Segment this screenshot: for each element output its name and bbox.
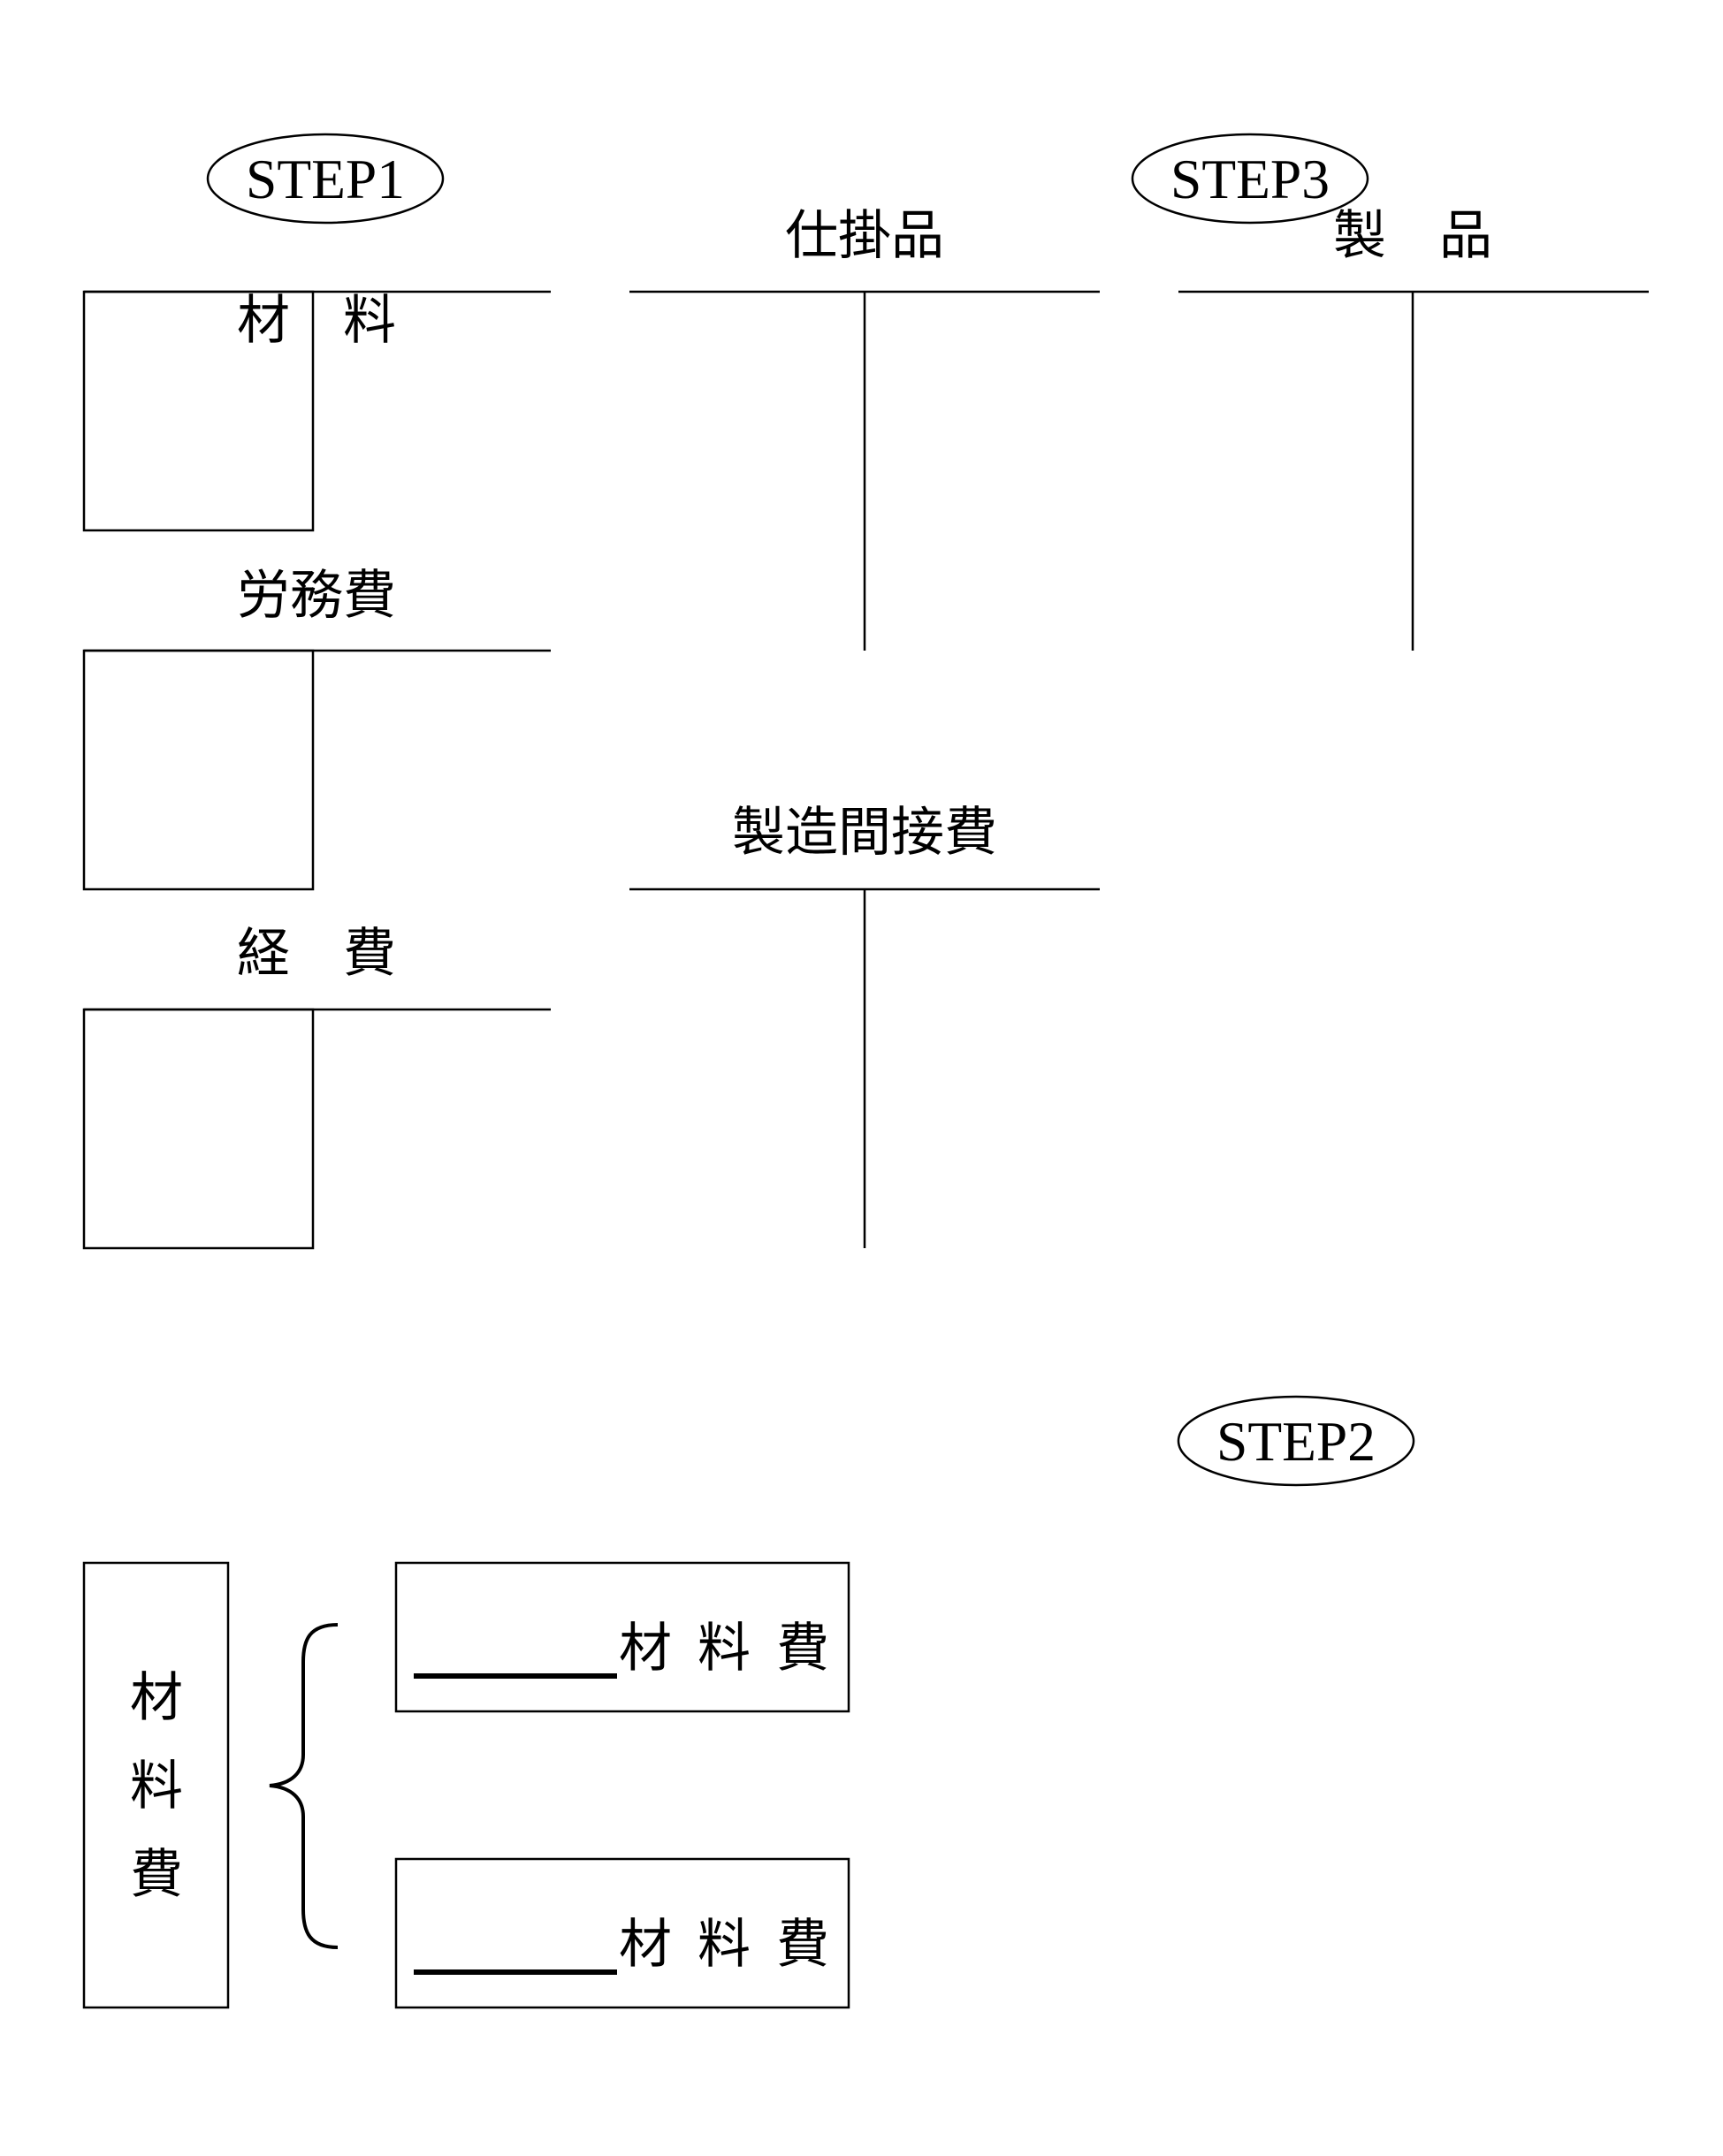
step3-badge: STEP3: [1131, 133, 1369, 225]
overhead-t-account: 製造間接費: [629, 802, 1100, 1248]
step2-badge: STEP2: [1177, 1395, 1415, 1487]
expenses-t-account: 経 費: [82, 923, 551, 1250]
root-char-3: 費: [130, 1844, 183, 1906]
overhead-title: 製造間接費: [732, 802, 997, 864]
labor-t-account: 労務費: [82, 565, 551, 891]
brace-icon: [269, 1623, 339, 1949]
materials-title: 材 料: [237, 290, 396, 352]
materials-debit-box[interactable]: [82, 290, 315, 532]
branch-box-2: [394, 1857, 850, 2009]
branch-box-1: [394, 1561, 850, 1713]
step3-label: STEP3: [1170, 148, 1330, 210]
wip-title: 仕掛品: [785, 205, 944, 267]
labor-title: 労務費: [237, 565, 396, 627]
branch-1-suffix: 材 料 費: [619, 1618, 829, 1680]
wip-t-account: 仕掛品: [629, 205, 1100, 651]
root-char-2: 料: [130, 1756, 183, 1817]
expenses-debit-box[interactable]: [82, 1008, 315, 1250]
labor-debit-box[interactable]: [82, 649, 315, 891]
materials-t-account: 材 料: [82, 290, 551, 532]
root-char-1: 材: [130, 1667, 183, 1729]
finished-goods-title: 製 品: [1333, 205, 1492, 267]
material-cost-classification: 材 料 費 材 料 費 材 料 費: [82, 1561, 850, 2009]
step2-label: STEP2: [1216, 1410, 1376, 1473]
branch-2-suffix: 材 料 費: [619, 1914, 829, 1976]
step1-label: STEP1: [246, 148, 405, 210]
expenses-title: 経 費: [237, 923, 396, 985]
root-box: [82, 1561, 230, 2009]
finished-goods-t-account: 製 品: [1178, 205, 1649, 651]
step1-badge: STEP1: [206, 133, 445, 225]
